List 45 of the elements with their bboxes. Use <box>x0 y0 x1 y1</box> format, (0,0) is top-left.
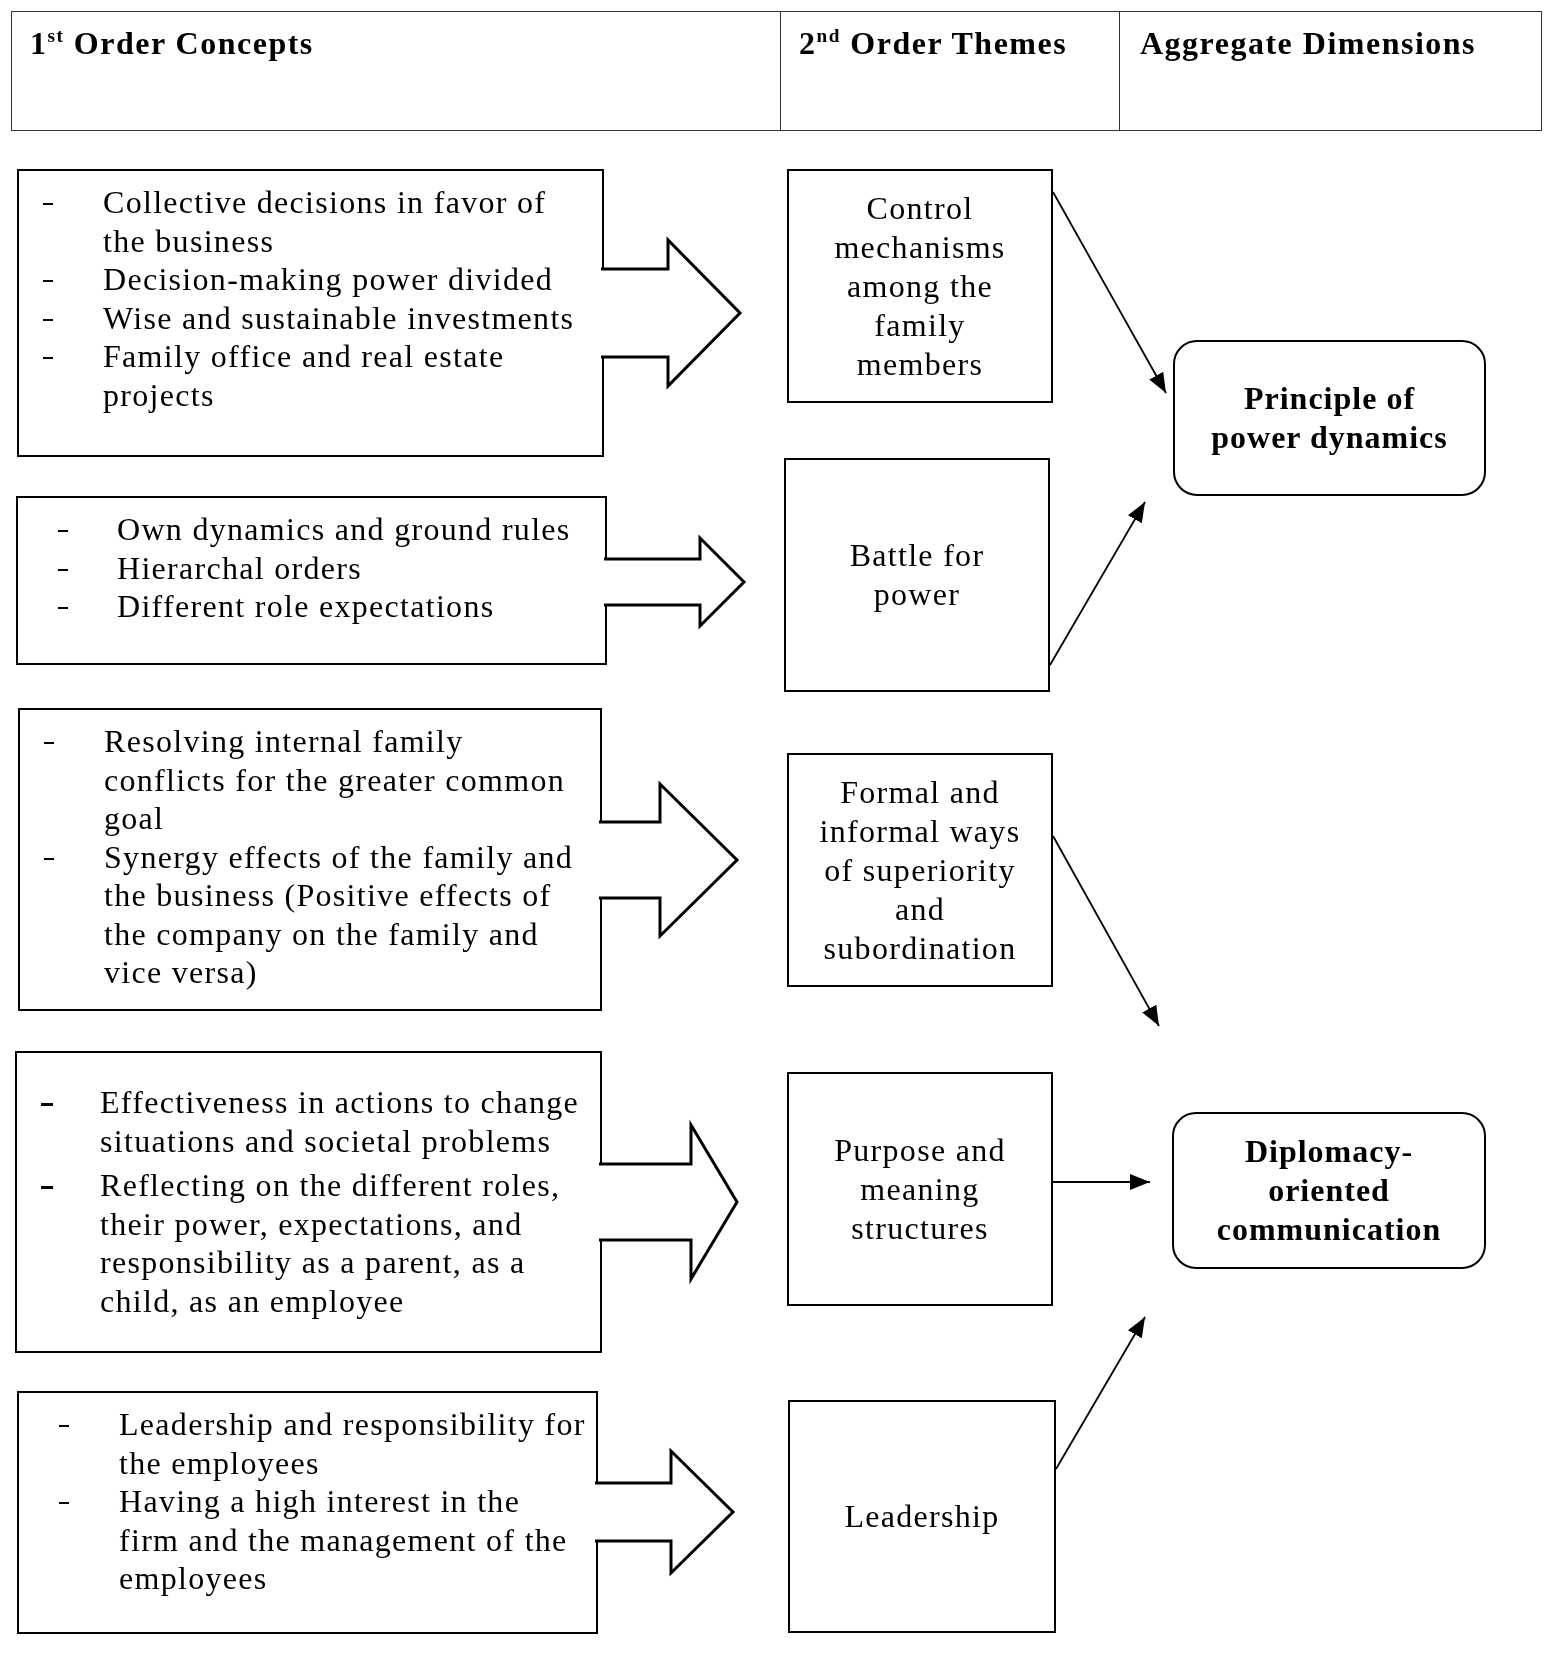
list-item-text: Family office and real estate projects <box>103 337 506 414</box>
list-item-text: Leadership and responsibility for the employees <box>119 1405 587 1482</box>
dimension-text: Diplomacy-oriented communication <box>1215 1132 1443 1249</box>
arrow <box>1052 835 1160 1027</box>
block-arrow <box>602 534 747 630</box>
theme-text: Formal and informal ways of superiority and subordination <box>818 772 1022 968</box>
list-item-text: Synergy effects of the family and the business (Positive effects of the company on the family and vice versa) <box>104 837 575 992</box>
concept-box <box>16 496 607 665</box>
concept-box <box>17 169 604 457</box>
arrow <box>1052 191 1167 394</box>
arrow <box>1049 501 1146 666</box>
list-item-text: Reflecting on the different roles, their power, expectations, and responsibility as a parent, as a child, as an employee <box>100 1166 562 1320</box>
theme-text: Battle for power <box>848 536 986 614</box>
block-arrow <box>597 780 740 940</box>
concept-box <box>15 1051 602 1353</box>
block-arrow <box>597 1119 739 1285</box>
list-item-text: Wise and sustainable investments <box>103 298 576 337</box>
theme-box <box>787 169 1053 403</box>
theme-box <box>788 1400 1056 1633</box>
dimension-text: Principle of power dynamics <box>1210 379 1449 457</box>
theme-text: Leadership <box>843 1497 1001 1536</box>
list-item-text: Having a high interest in the firm and the management of the employees <box>119 1482 569 1598</box>
theme-box <box>787 753 1053 987</box>
list-item-text: Decision-making power divided <box>103 260 555 299</box>
arrow <box>1055 1316 1146 1470</box>
list-item-text: Effectiveness in actions to change situations and societal problems <box>100 1083 580 1160</box>
block-arrow <box>599 236 743 390</box>
list-item-text: Collective decisions in favor of the business <box>103 183 548 260</box>
block-arrow <box>593 1447 736 1577</box>
list-item-text: Different role expectations <box>117 587 496 626</box>
list-item-text: Hierarchal orders <box>117 548 364 587</box>
concept-box <box>18 708 602 1011</box>
theme-text: Purpose and meaning structures <box>833 1130 1007 1248</box>
dimension-box <box>1172 1112 1486 1269</box>
concept-box <box>17 1391 598 1634</box>
column-heading: Aggregate Dimensions <box>1140 24 1477 63</box>
theme-box <box>787 1072 1053 1306</box>
arrow <box>1052 1174 1151 1190</box>
list-item-text: Own dynamics and ground rules <box>117 510 572 549</box>
list-item-text: Resolving internal family conflicts for the greater common goal <box>104 722 566 838</box>
theme-box <box>784 458 1050 692</box>
column-heading: 2$^{nd}$ Order Themes <box>799 24 1068 63</box>
column-heading: 1$^{st}$ Order Concepts <box>30 24 314 63</box>
theme-text: Control mechanisms among the family members <box>833 188 1007 384</box>
dimension-box <box>1173 340 1486 496</box>
